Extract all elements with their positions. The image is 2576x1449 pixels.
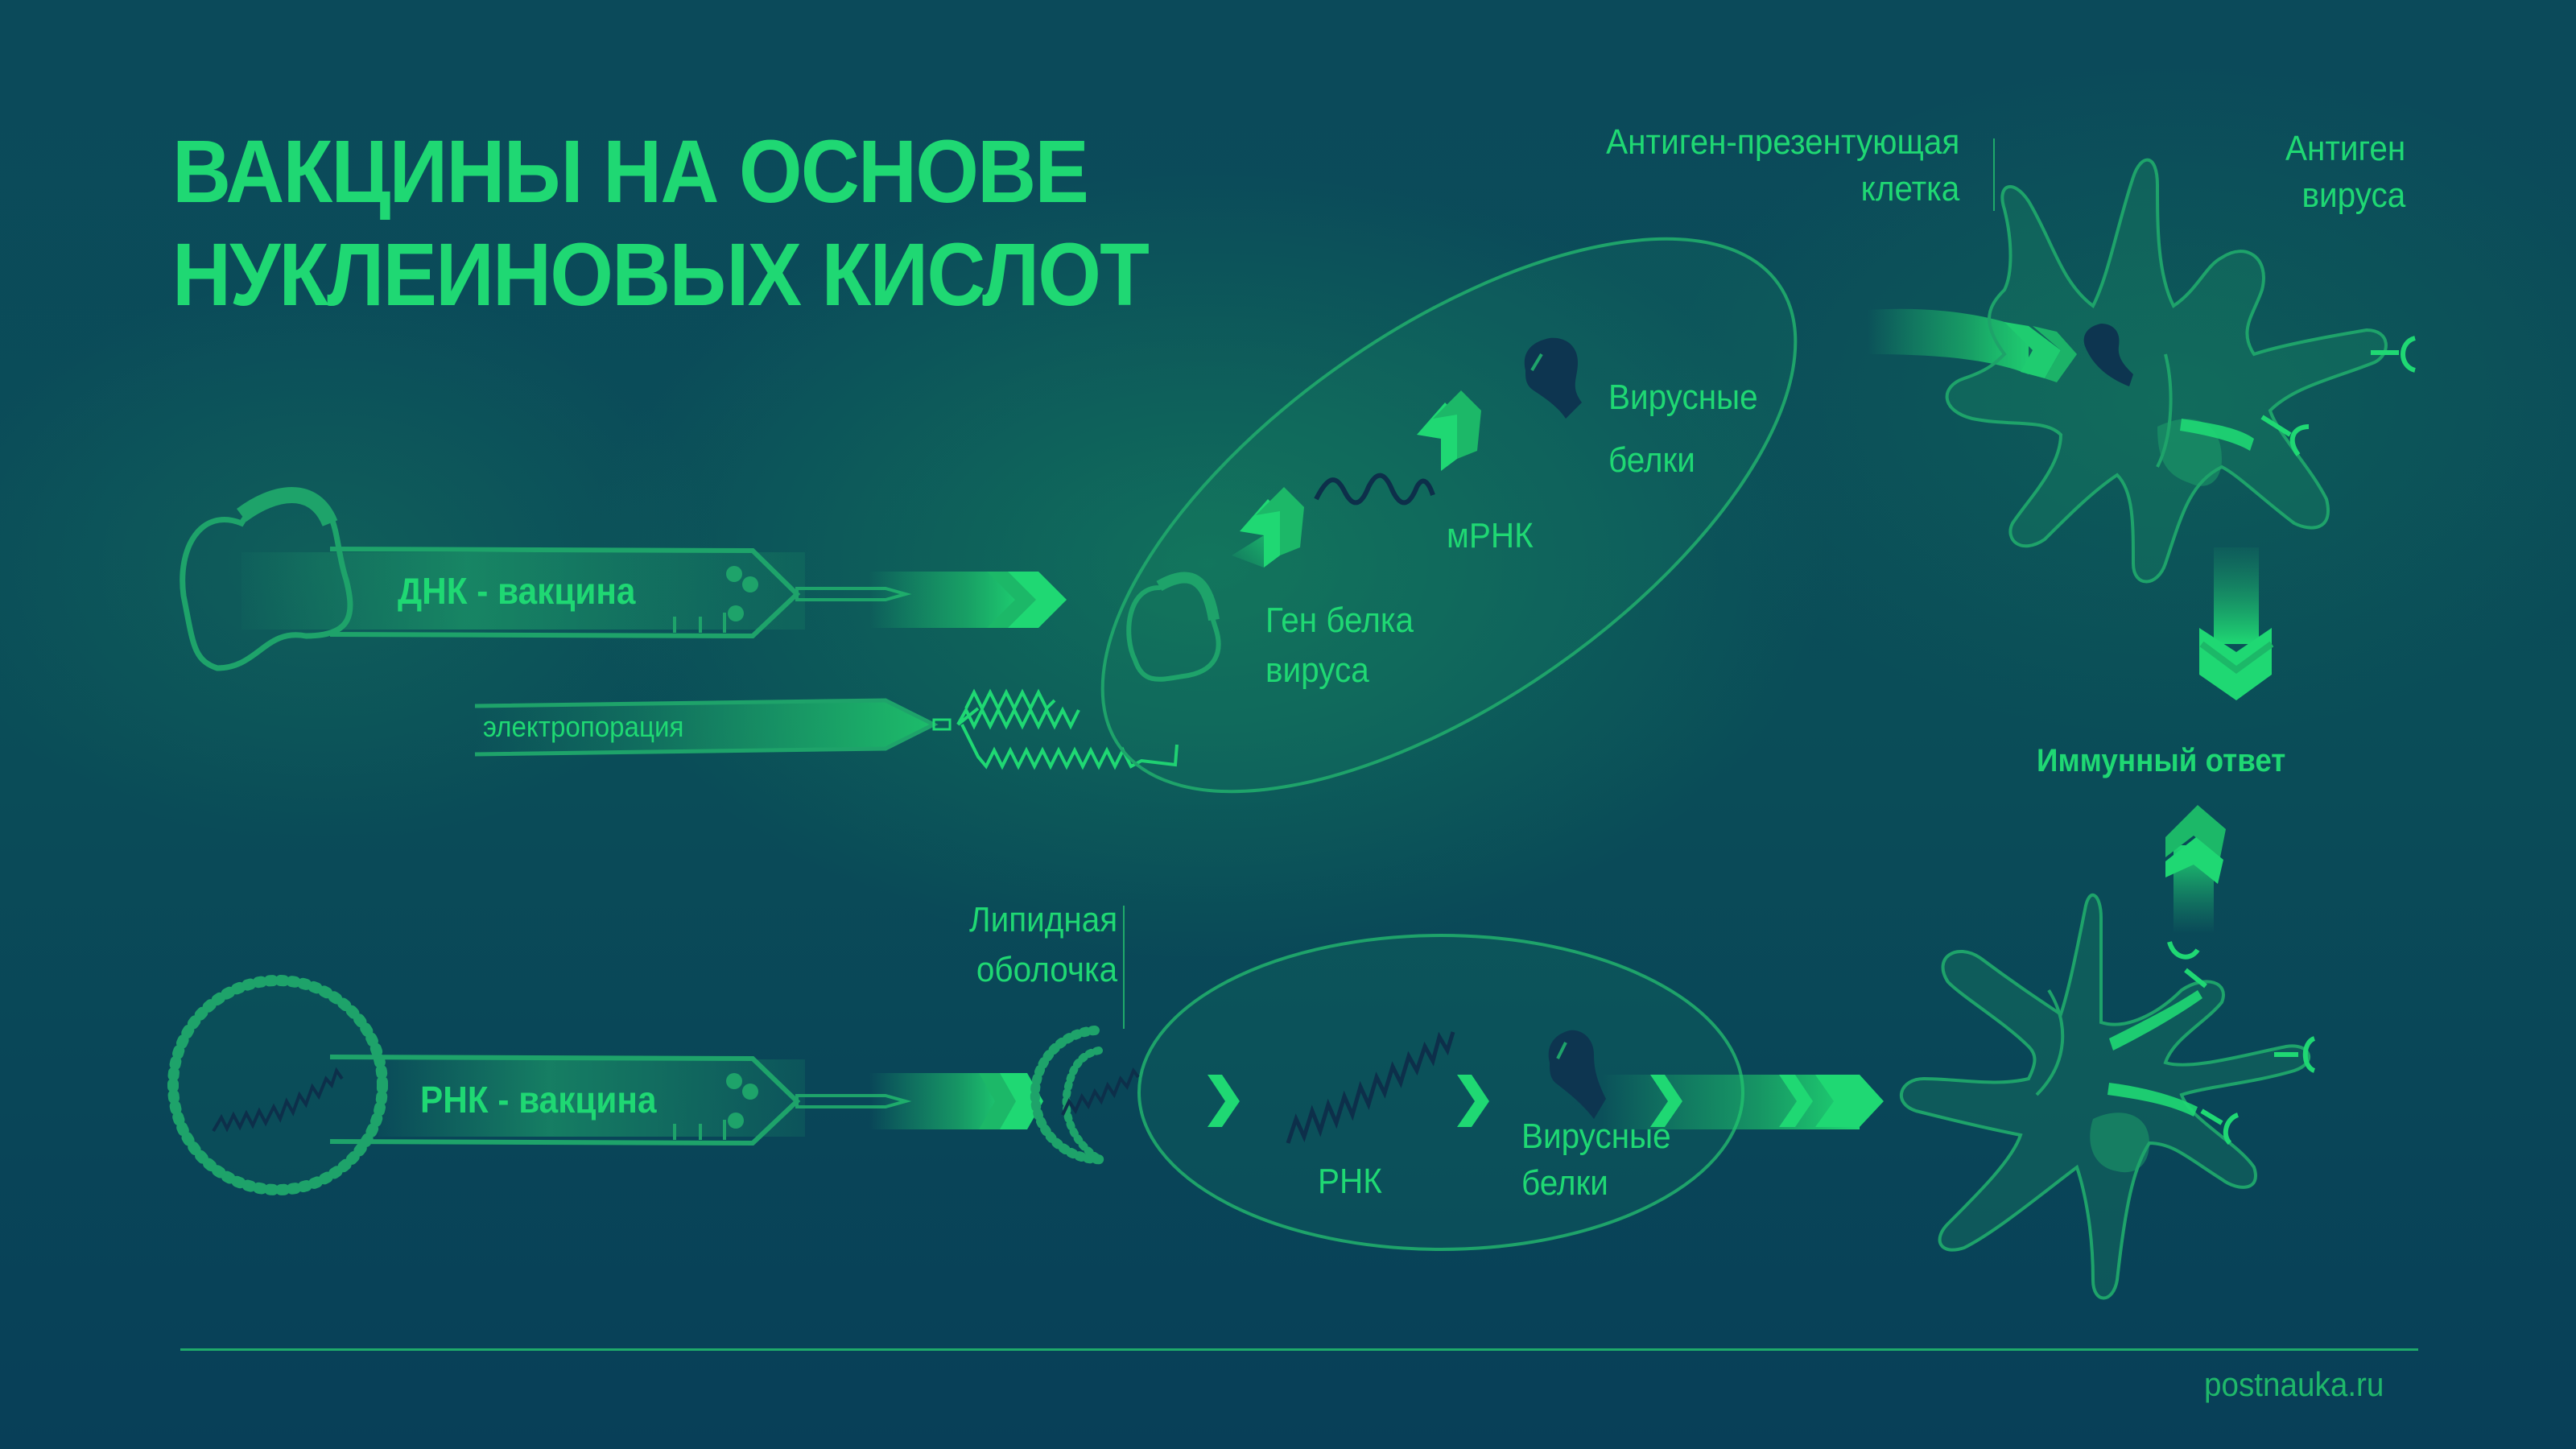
lipid-envelope-label: Липидная оболочка — [968, 900, 1117, 989]
nucleus-icon — [2090, 1113, 2149, 1173]
footer-divider — [180, 1348, 2418, 1351]
site-link[interactable]: postnauka.ru — [2204, 1365, 2384, 1403]
chevron-up-right-icon — [1232, 487, 1304, 568]
rna-vaccine-label: РНК - вакцина — [420, 1079, 657, 1121]
gene-label: Ген белка вируса — [1265, 601, 1414, 690]
title-line-1: ВАКЦИНЫ НА ОСНОВЕ — [172, 122, 1089, 221]
electroporation-device-icon — [474, 688, 1179, 770]
chevron-up-right-icon — [1417, 390, 1481, 471]
dna-target-cell — [1100, 237, 1798, 794]
rna-label: РНК — [1318, 1162, 1382, 1201]
viral-protein-icon — [1548, 1030, 1606, 1119]
antigen-receptor-icon — [2260, 415, 2310, 456]
arrow-right-icon — [869, 1073, 1043, 1129]
virus-antigen-label: Антиген вируса — [2285, 129, 2405, 215]
rna-syringe-icon — [329, 1055, 912, 1146]
arrow-down-icon — [2199, 547, 2274, 700]
mrna-label: мРНК — [1447, 516, 1534, 555]
electroporation-label: электропорация — [483, 710, 684, 743]
arrow-to-lower-apc-icon — [1602, 1075, 1884, 1129]
chevron-right-icon — [1208, 1075, 1240, 1127]
arrow-right-icon — [869, 572, 1067, 628]
apc-label: Антиген-презентующая клетка — [1605, 122, 1959, 208]
immune-response-label: Иммунный ответ — [2037, 743, 2286, 778]
antigen-presenting-cell-bottom — [1899, 893, 2316, 1300]
dna-plasmid-icon — [180, 487, 353, 671]
nucleus-icon — [2157, 419, 2222, 486]
antigen-receptor-icon — [2274, 1036, 2316, 1073]
dna-syringe-icon — [242, 547, 912, 639]
antigen-receptor-icon — [2371, 336, 2417, 373]
dna-viral-proteins-label: Вирусные белки — [1608, 378, 1758, 480]
chevron-right-icon — [1457, 1075, 1489, 1127]
title-line-2: НУКЛЕИНОВЫХ КИСЛОТ — [172, 225, 1150, 324]
dna-vaccine-label: ДНК - вакцина — [398, 570, 636, 612]
rna-viral-proteins-label: Вирусные белки — [1521, 1117, 1671, 1203]
mrna-strand-icon — [1314, 473, 1435, 506]
rna-strand-icon — [1286, 1031, 1455, 1144]
antigen-presenting-cell-top — [1945, 158, 2417, 584]
antigen-receptor-icon — [2200, 1108, 2240, 1146]
arrow-up-icon — [2165, 805, 2226, 934]
antigen-receptor-icon — [2167, 941, 2207, 989]
page-title: ВАКЦИНЫ НА ОСНОВЕ НУКЛЕИНОВЫХ КИСЛОТ — [172, 121, 1150, 327]
lipid-nanoparticle-icon — [167, 975, 388, 1195]
